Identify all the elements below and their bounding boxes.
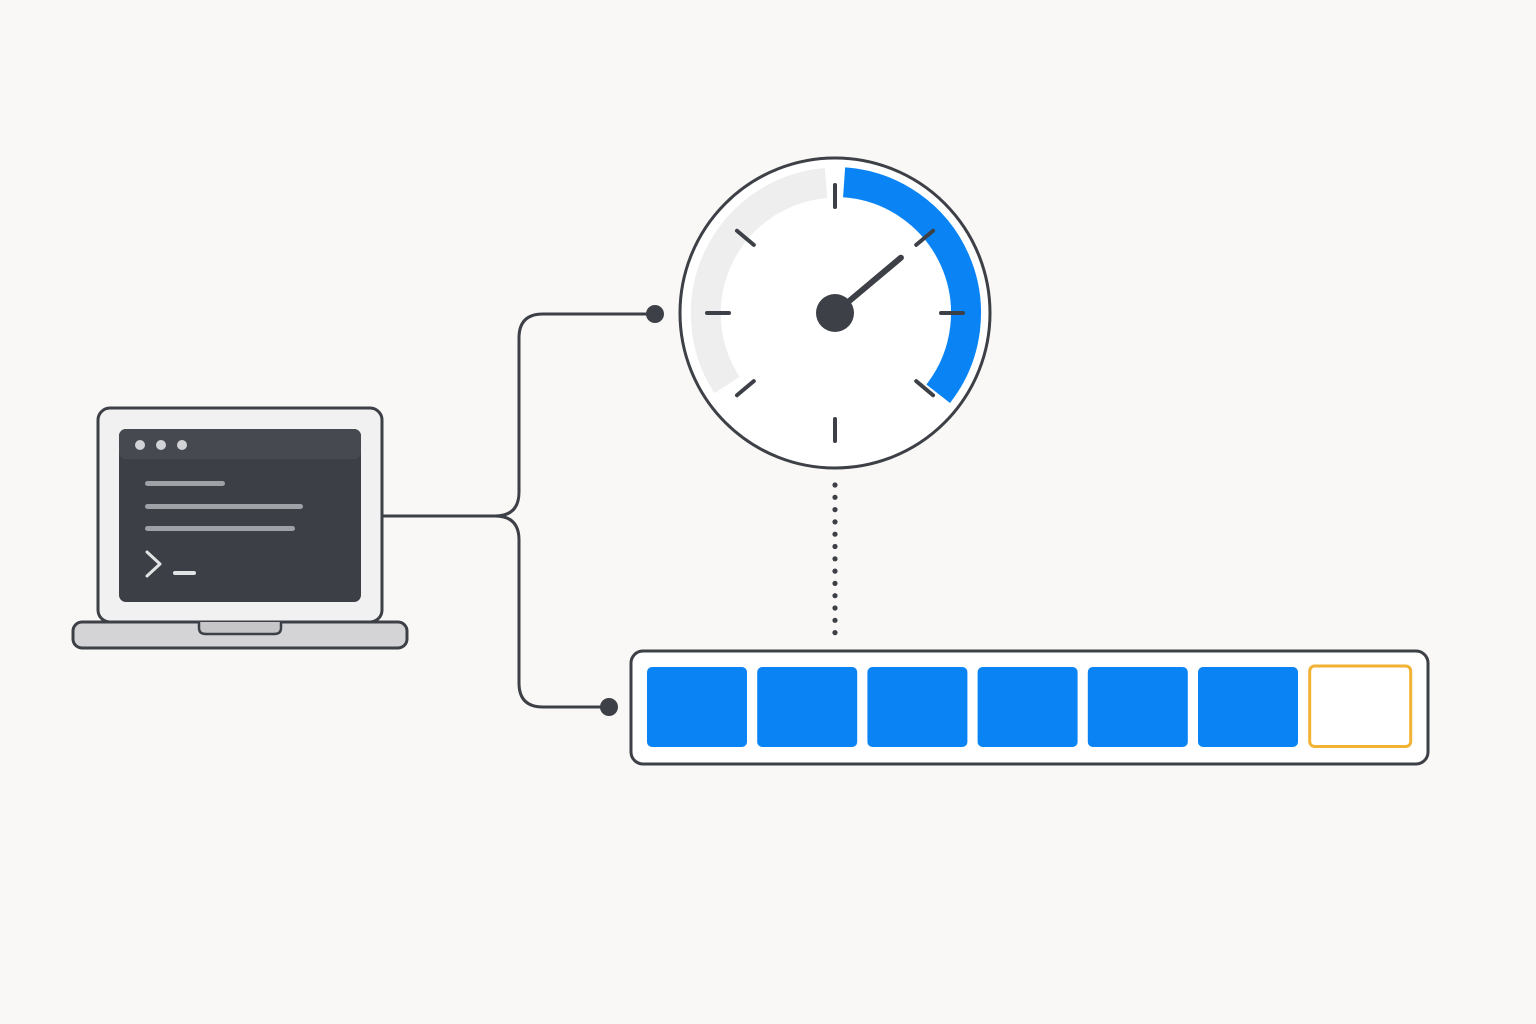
window-dot-3: [177, 440, 187, 450]
connector-lines: [380, 312, 656, 709]
connector-node-progress: [600, 698, 618, 716]
dotted-link-dot: [832, 593, 838, 599]
gauge-hub: [816, 294, 854, 332]
connector-to-progress: [493, 514, 610, 709]
window-dot-2: [156, 440, 166, 450]
gauge-tick: [914, 379, 936, 398]
dotted-link-dot: [832, 507, 838, 513]
progress-segment-filled: [1198, 667, 1298, 747]
laptop-notch: [197, 622, 283, 636]
progress-segment-filled: [977, 667, 1078, 747]
gauge-ticks: [705, 183, 965, 443]
speedometer-gauge-icon: [678, 156, 992, 470]
dotted-link-dot: [832, 556, 838, 562]
terminal-line-3: [145, 526, 295, 531]
dotted-link-dot: [832, 519, 838, 525]
window-dot-1: [135, 440, 145, 450]
progress-segment-filled: [1087, 667, 1188, 747]
connector-to-gauge: [493, 312, 656, 518]
gauge-tick: [734, 228, 756, 247]
dotted-link-dot: [832, 605, 838, 611]
dotted-link-dot: [832, 617, 838, 623]
gauge-tick: [734, 379, 756, 398]
gauge-track: [690, 168, 828, 394]
connector-node-gauge: [646, 305, 664, 323]
terminal-window: [119, 429, 361, 602]
dotted-link-dot: [832, 482, 838, 488]
terminal-cursor: [173, 571, 196, 575]
gauge-tick: [914, 228, 936, 247]
dotted-link-dot: [832, 580, 838, 587]
segmented-progress-bar: [629, 649, 1430, 766]
progress-segment-next: [1308, 664, 1413, 748]
progress-segments: [647, 664, 1413, 748]
terminal-line-1: [145, 481, 225, 486]
dotted-link-dot: [832, 543, 838, 550]
terminal-titlebar: [119, 429, 361, 459]
terminal-line-2: [145, 504, 303, 509]
dotted-link: [832, 482, 838, 636]
dotted-link-dot: [832, 531, 838, 537]
dotted-link-dot: [832, 568, 838, 574]
gauge-level-arc: [842, 167, 982, 403]
progress-segment-filled: [867, 667, 968, 747]
dotted-link-dot: [832, 630, 838, 636]
dotted-link-dot: [832, 494, 838, 500]
laptop-icon: [71, 406, 409, 650]
progress-segment-filled: [647, 667, 747, 747]
progress-segment-filled: [757, 667, 858, 747]
terminal-prompt-icon: [145, 550, 162, 578]
